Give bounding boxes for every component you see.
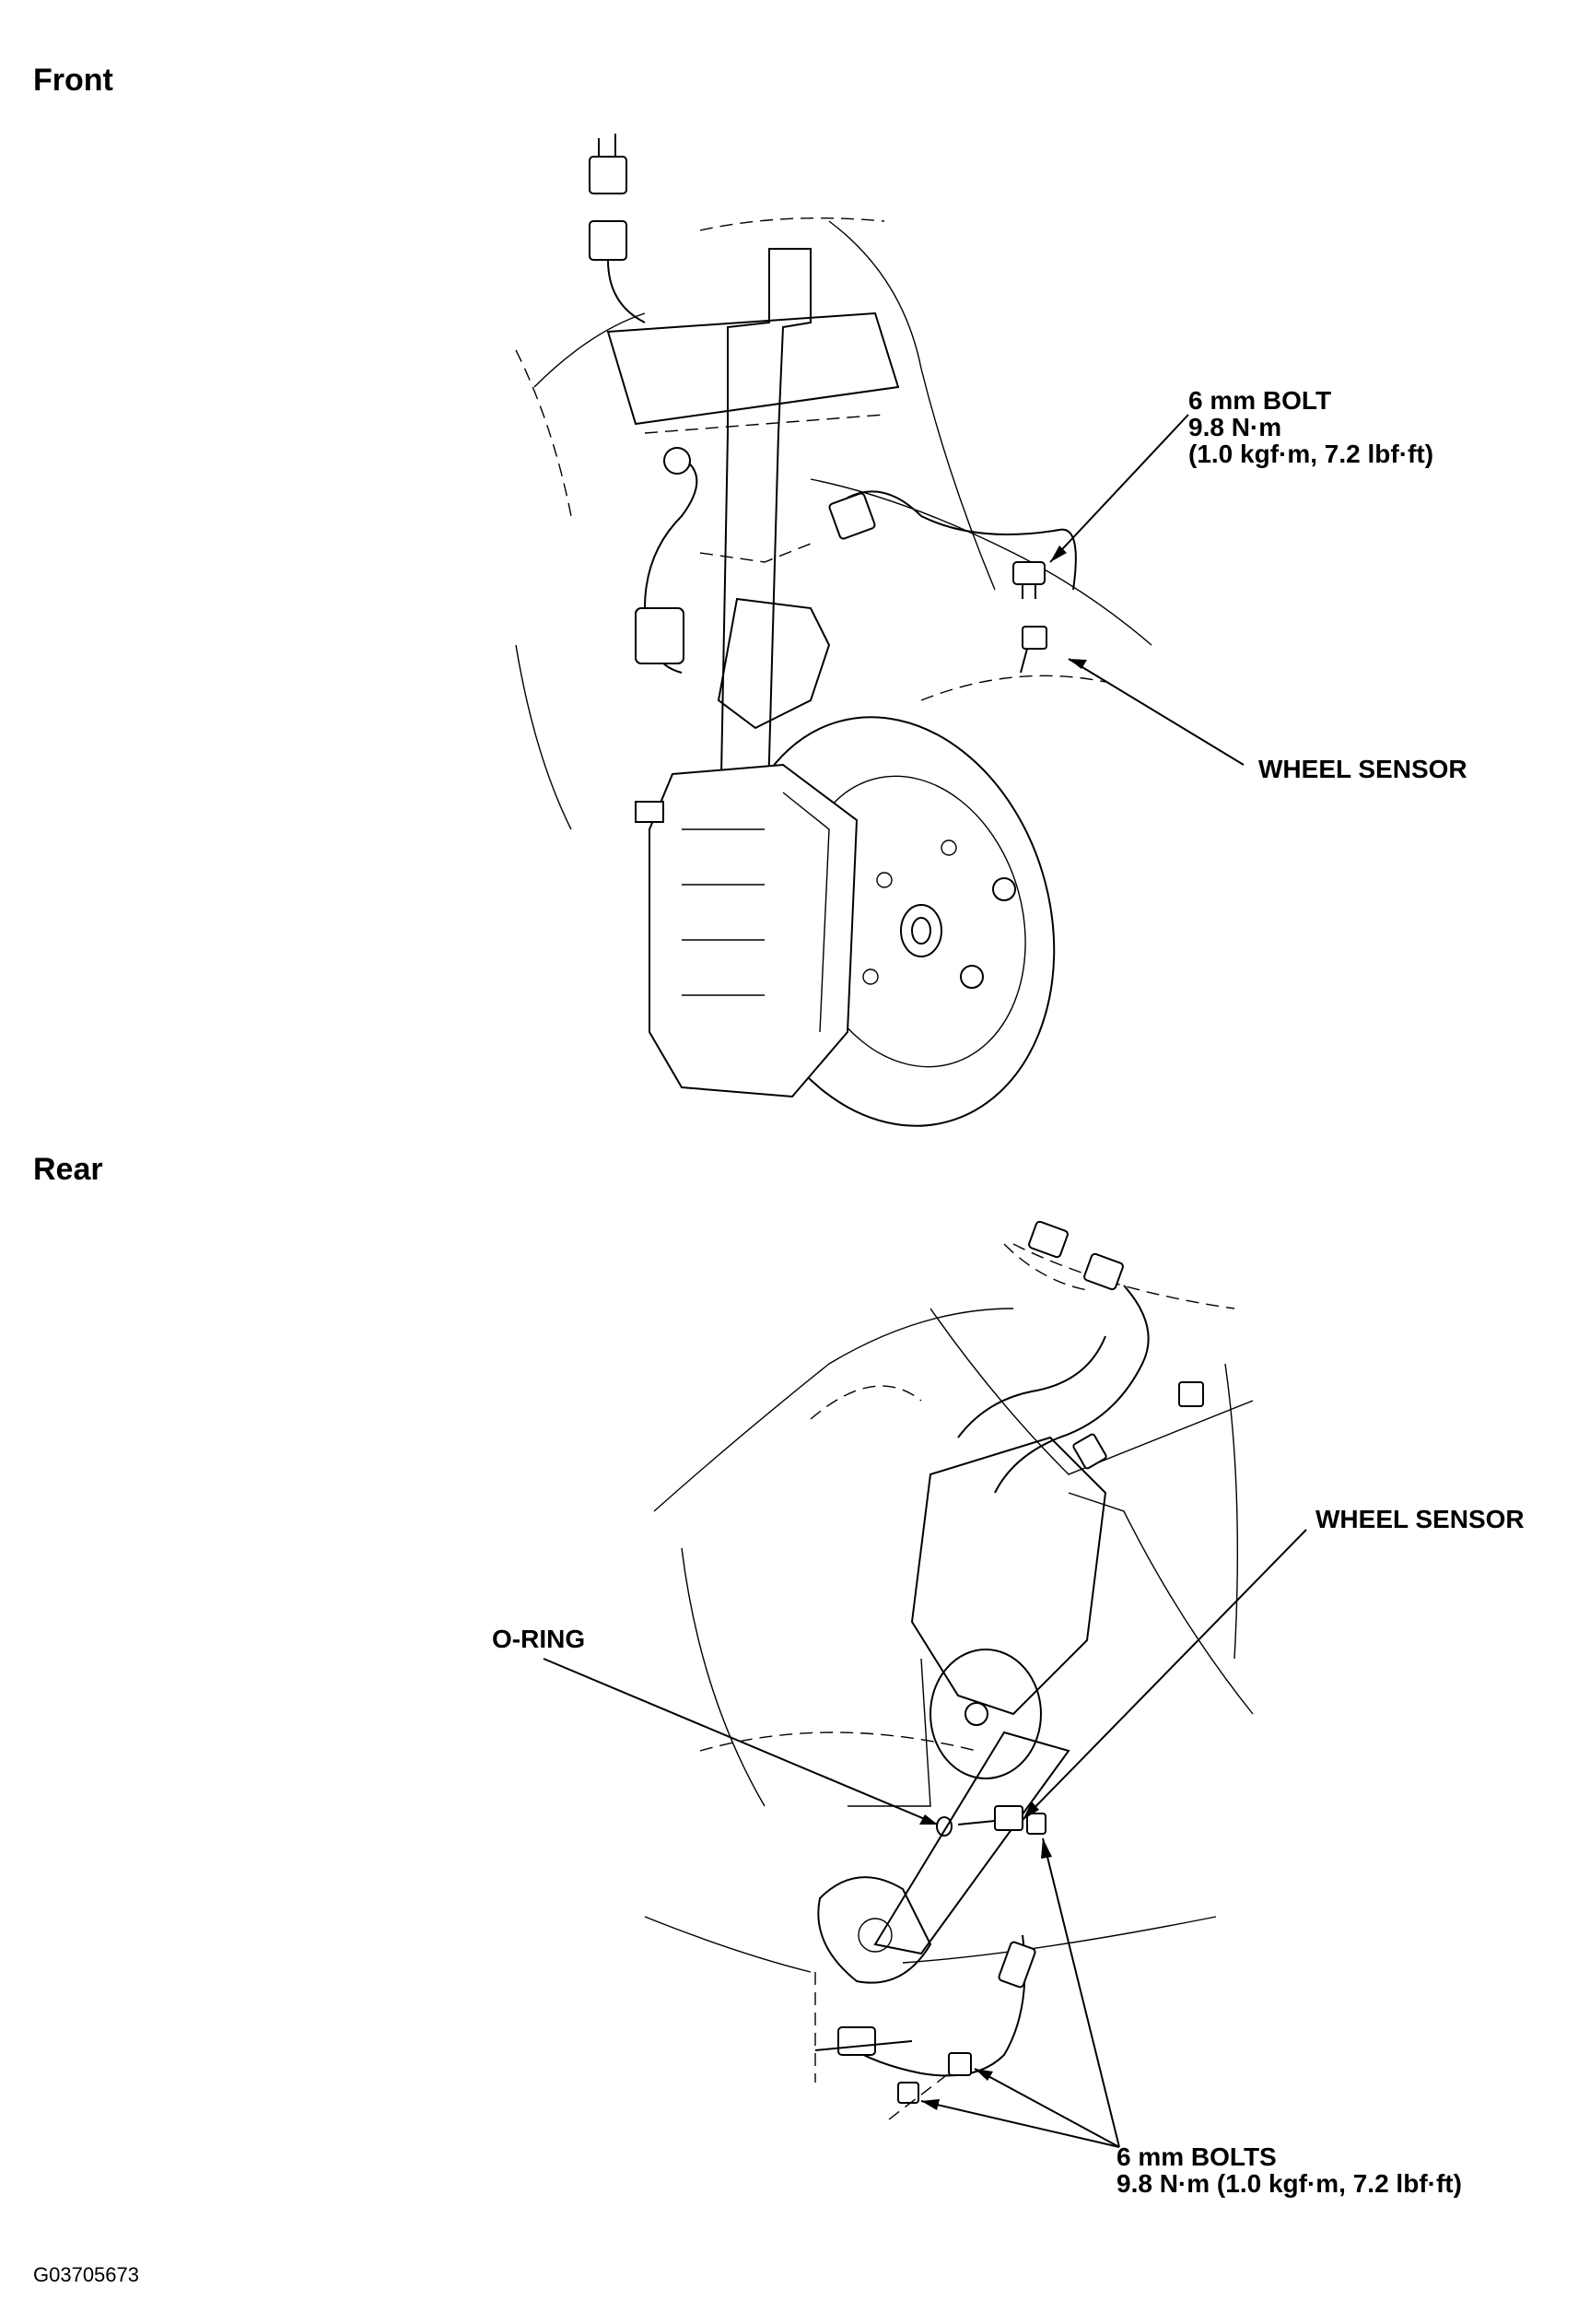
- rear-heading: Rear: [33, 1152, 103, 1187]
- o-ring-shape: [936, 1816, 953, 1837]
- rear-oring-callout: O-RING: [492, 1625, 586, 1653]
- rear-knuckle: [848, 1436, 1107, 1807]
- rear-sensor-leader: [1022, 1529, 1307, 1821]
- rear-wheel-sensor: [936, 1805, 1046, 1837]
- rear-harness: [957, 1220, 1204, 1494]
- front-sensor-leader: [1068, 658, 1245, 766]
- front-bolt-leader: [1049, 414, 1189, 563]
- rear-oring-leader: [543, 1658, 939, 1825]
- rear-wheel-sensor-callout: WHEEL SENSOR: [1315, 1505, 1525, 1533]
- front-heading: Front: [33, 63, 113, 98]
- front-body-outline: [515, 217, 1152, 830]
- rear-bolts-leader-1: [1042, 1837, 1120, 2148]
- front-harness: [589, 134, 1077, 674]
- rear-arm: [817, 1731, 1070, 1984]
- front-wheel-sensor: [1012, 561, 1047, 674]
- front-brake-caliper: [635, 763, 859, 1098]
- rear-bolts-leader-2: [974, 2068, 1120, 2148]
- rear-sensor-wire: [814, 1934, 1036, 2120]
- front-knuckle: [717, 597, 831, 730]
- front-wheel-sensor-callout: WHEEL SENSOR: [1258, 755, 1467, 783]
- rear-body-outline: [644, 1243, 1254, 1973]
- figure-id: G03705673: [33, 2263, 139, 2286]
- front-bolt-callout: 6 mm BOLT 9.8 N·m (1.0 kgf·m, 7.2 lbf·ft…: [1188, 386, 1434, 468]
- rear-bolts-leader-3: [920, 2100, 1120, 2148]
- rear-bolts-callout: 6 mm BOLTS 9.8 N·m (1.0 kgf·m, 7.2 lbf·f…: [1117, 2142, 1462, 2198]
